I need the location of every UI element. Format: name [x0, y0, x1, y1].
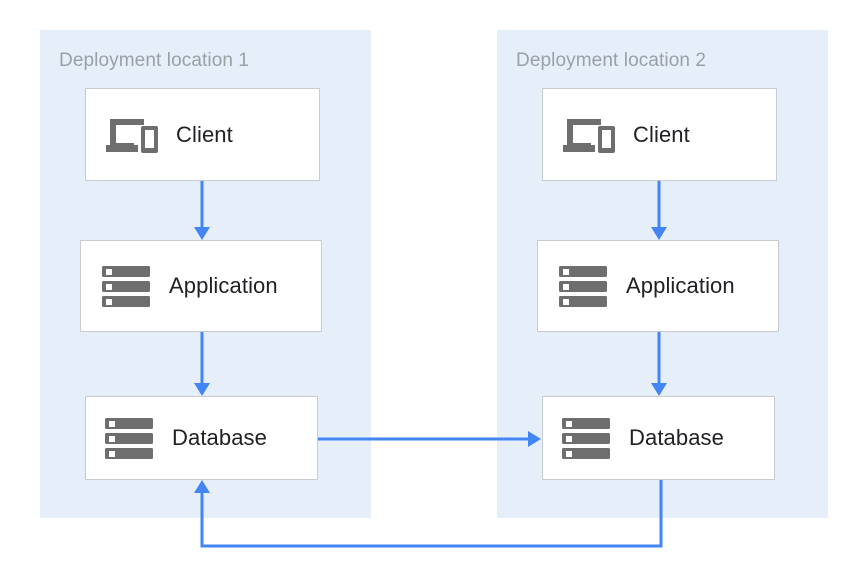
devices-icon — [561, 113, 617, 157]
server-icon — [558, 264, 608, 308]
node-label-database-1: Database — [172, 425, 267, 450]
server-icon — [104, 416, 154, 460]
node-application-1[interactable]: Application — [80, 240, 322, 332]
zone-label-1: Deployment location 1 — [59, 50, 250, 71]
node-database-2[interactable]: Database — [542, 396, 775, 480]
server-icon — [561, 416, 611, 460]
node-label-application-1: Application — [169, 273, 278, 298]
node-client-2[interactable]: Client — [542, 88, 777, 181]
zone-label-2: Deployment location 2 — [516, 50, 707, 71]
node-database-1[interactable]: Database — [85, 396, 318, 480]
node-application-2[interactable]: Application — [537, 240, 779, 332]
node-label-client-2: Client — [633, 121, 690, 147]
node-label-client-1: Client — [176, 121, 233, 147]
node-label-application-2: Application — [626, 273, 735, 298]
server-icon — [101, 264, 151, 308]
node-label-database-2: Database — [629, 425, 724, 450]
devices-icon — [104, 113, 160, 157]
node-client-1[interactable]: Client — [85, 88, 320, 181]
